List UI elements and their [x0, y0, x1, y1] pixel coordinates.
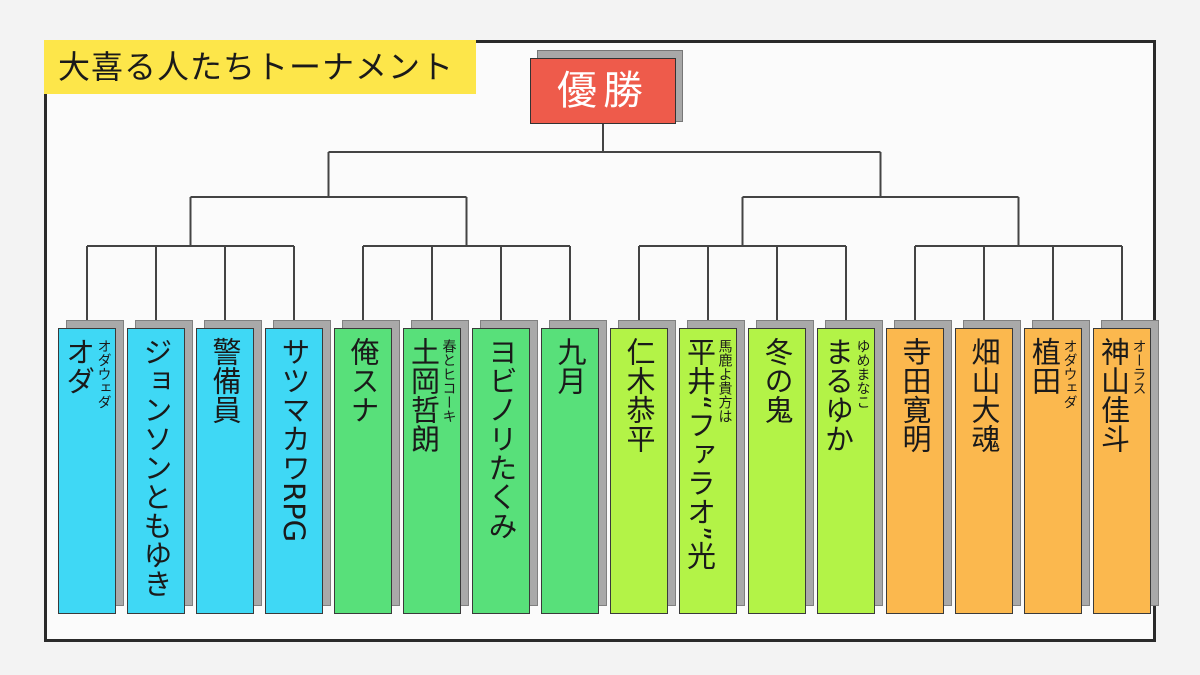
entrant-card: オーラス神山佳斗	[1093, 320, 1159, 616]
entrant-card: サツマカワRPG	[265, 320, 331, 616]
entrant-card: 馬鹿よ貴方は平井“ファラオ”光	[679, 320, 745, 616]
entrant-card-body: オダウェダオダ	[58, 328, 116, 614]
entrant-unit-name: オダウェダ	[1061, 339, 1078, 409]
entrant-card-body: 馬鹿よ貴方は平井“ファラオ”光	[679, 328, 737, 614]
entrant-card-body: 冬の鬼	[748, 328, 806, 614]
entrant-name: ヨビノリたくみ	[484, 337, 518, 540]
entrant-card: ゆめまなこまるゆか	[817, 320, 883, 616]
entrant-card: 冬の鬼	[748, 320, 814, 616]
entrant-name: 仁木恭平	[622, 337, 656, 453]
entrant-card: 畑山大魂	[955, 320, 1021, 616]
entrant-card-body: 警備員	[196, 328, 254, 614]
tournament-title: 大喜る人たちトーナメント	[44, 40, 476, 94]
entrant-name: サツマカワRPG	[277, 337, 311, 543]
entrant-name: 畑山大魂	[967, 337, 1001, 453]
entrant-unit-name: 春とヒコーキ	[440, 339, 457, 423]
entrant-card-body: ジョンソンともゆき	[127, 328, 185, 614]
entrant-unit-name: 馬鹿よ貴方は	[716, 339, 733, 423]
entrant-card: ジョンソンともゆき	[127, 320, 193, 616]
entrant-card-body: ゆめまなこまるゆか	[817, 328, 875, 614]
entrant-card: 俺スナ	[334, 320, 400, 616]
entrant-card: 九月	[541, 320, 607, 616]
entrant-card-body: ヨビノリたくみ	[472, 328, 530, 614]
entrant-name: 植田	[1027, 337, 1062, 395]
winner-box: 優勝	[530, 58, 676, 124]
entrant-card-body: 俺スナ	[334, 328, 392, 614]
entrant-unit-name: オーラス	[1130, 339, 1147, 395]
entrant-name: 土岡哲朗	[406, 337, 441, 453]
entrant-card-body: 九月	[541, 328, 599, 614]
entrant-card: 仁木恭平	[610, 320, 676, 616]
entrant-name: 神山佳斗	[1096, 337, 1131, 453]
entrant-name: 平井“ファラオ”光	[682, 337, 717, 571]
entrant-card-body: 寺田寛明	[886, 328, 944, 614]
entrant-unit-name: オダウェダ	[95, 339, 112, 409]
entrant-card: 寺田寛明	[886, 320, 952, 616]
entrant-card-body: オーラス神山佳斗	[1093, 328, 1151, 614]
entrant-unit-name: ゆめまなこ	[854, 339, 871, 409]
entrant-card: オダウェダ植田	[1024, 320, 1090, 616]
entrant-card-body: 仁木恭平	[610, 328, 668, 614]
entrant-card-body: 春とヒコーキ土岡哲朗	[403, 328, 461, 614]
entrant-name: 冬の鬼	[760, 337, 794, 424]
entrant-name: 寺田寛明	[898, 337, 932, 453]
entrant-card-body: 畑山大魂	[955, 328, 1013, 614]
entrant-name: 俺スナ	[346, 337, 380, 424]
entrant-name: ジョンソンともゆき	[139, 337, 173, 598]
entrant-card-body: サツマカワRPG	[265, 328, 323, 614]
entrant-name: まるゆか	[820, 337, 855, 453]
entrant-name: 九月	[553, 337, 587, 395]
entrant-name: オダ	[61, 337, 96, 395]
entrant-card: 春とヒコーキ土岡哲朗	[403, 320, 469, 616]
entrant-name: 警備員	[208, 337, 242, 424]
entrant-card-body: オダウェダ植田	[1024, 328, 1082, 614]
entrant-card: ヨビノリたくみ	[472, 320, 538, 616]
entrant-card: 警備員	[196, 320, 262, 616]
entrant-card: オダウェダオダ	[58, 320, 124, 616]
